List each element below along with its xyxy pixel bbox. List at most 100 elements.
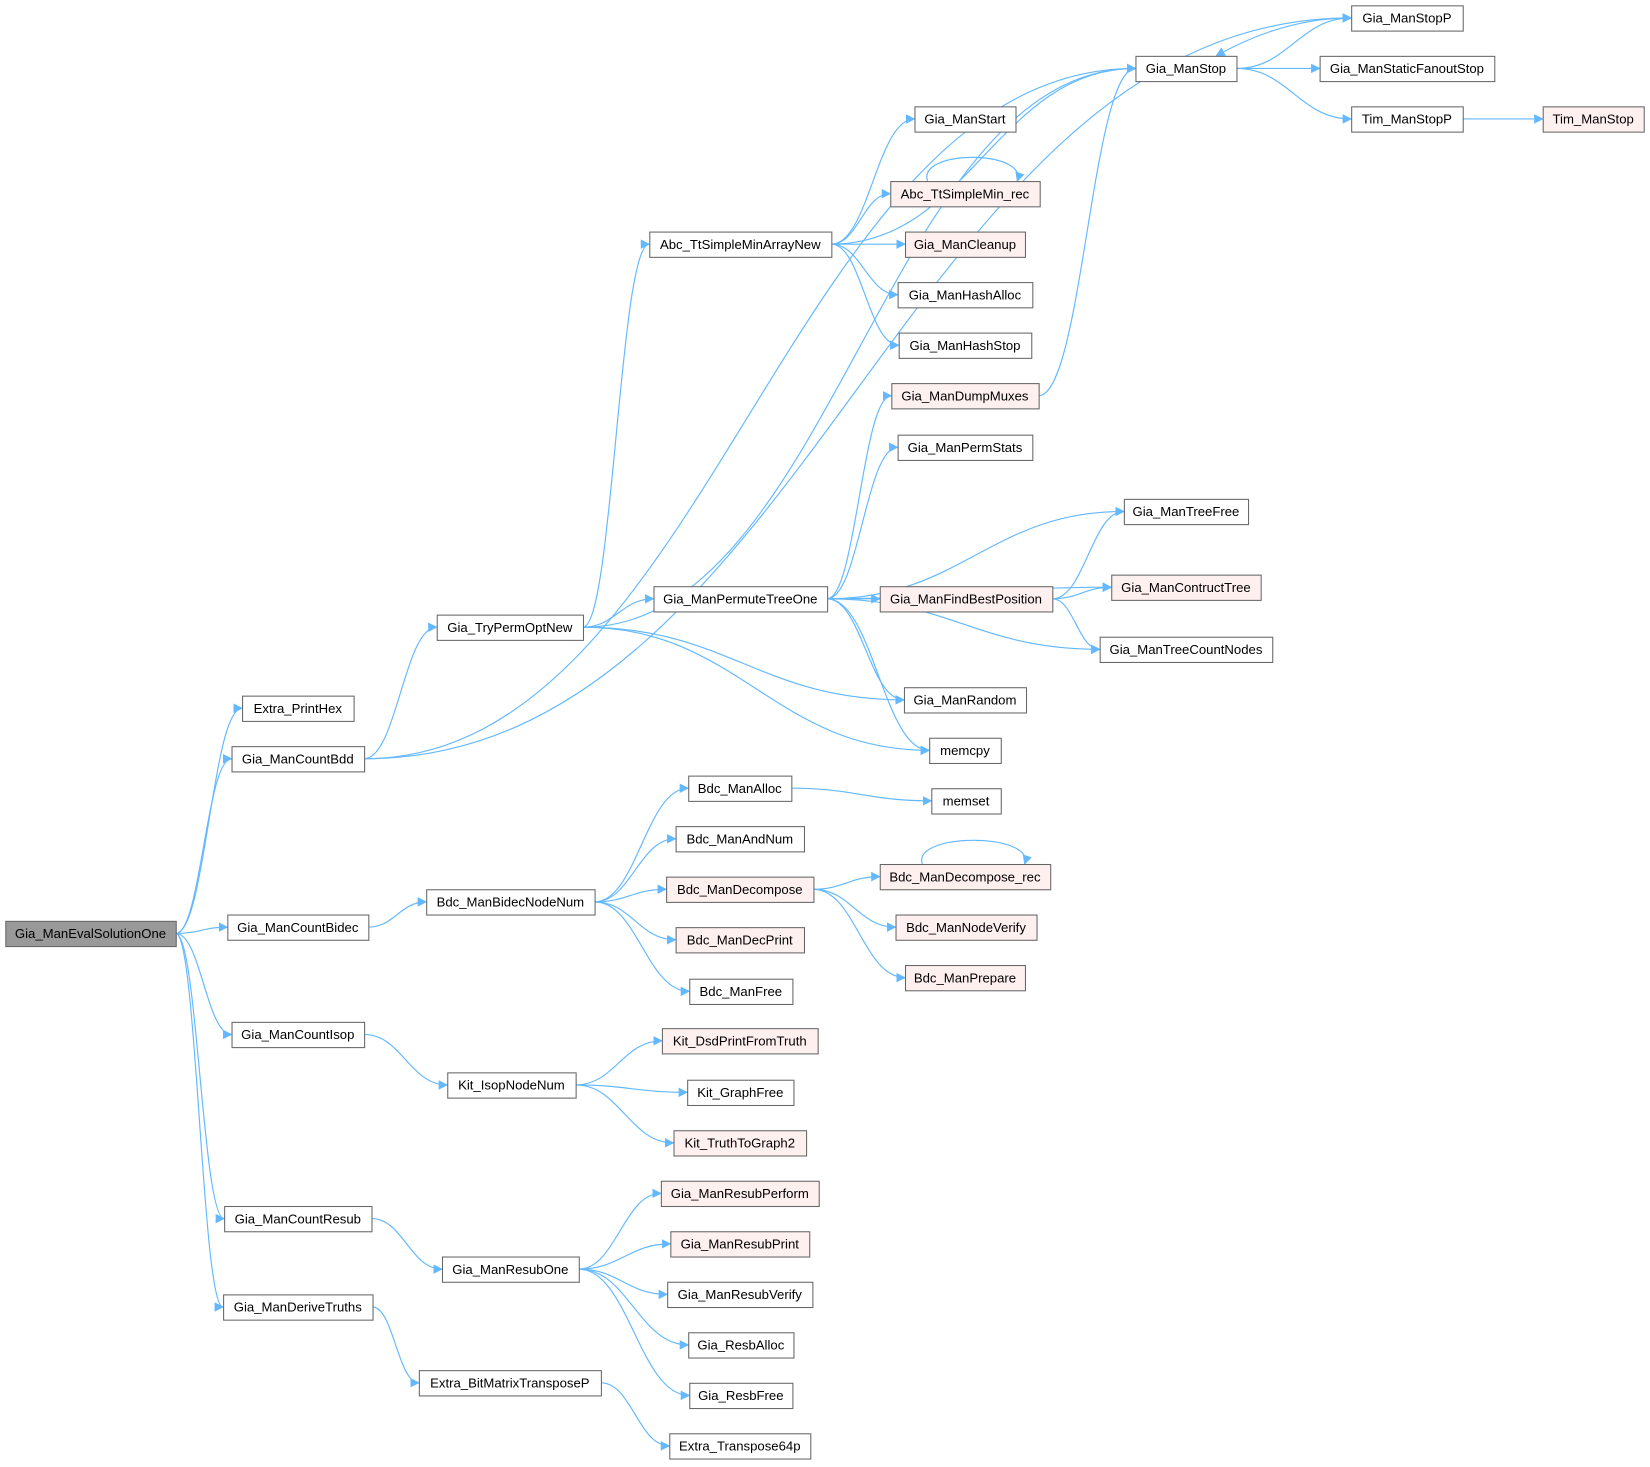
node-label: Kit_IsopNodeNum bbox=[458, 1078, 565, 1093]
edge-gia-manfindbestposition-to-gia-mantreecountnodes bbox=[1052, 598, 1101, 655]
node-kit-isopnodenum[interactable]: Kit_IsopNodeNum bbox=[447, 1072, 577, 1099]
node-gia-mantreecountnodes[interactable]: Gia_ManTreeCountNodes bbox=[1099, 636, 1274, 663]
node-bdc-mandecprint[interactable]: Bdc_ManDecPrint bbox=[675, 927, 806, 954]
node-box bbox=[666, 876, 815, 903]
node-box bbox=[895, 914, 1038, 941]
node-box bbox=[898, 332, 1033, 359]
node-gia-manresubperform[interactable]: Gia_ManResubPerform bbox=[660, 1180, 820, 1208]
node-gia-manpermstats[interactable]: Gia_ManPermStats bbox=[897, 434, 1034, 461]
node-tim-manstopp[interactable]: Tim_ManStopP bbox=[1351, 106, 1464, 133]
node-label: Gia_ManCountResub bbox=[235, 1211, 361, 1226]
node-label: Gia_ManCountBdd bbox=[242, 751, 354, 766]
node-label: Gia_ManResubPrint bbox=[681, 1237, 800, 1252]
node-box bbox=[687, 1079, 795, 1107]
node-bdc-manprepare[interactable]: Bdc_ManPrepare bbox=[904, 965, 1026, 992]
node-bdc-manalloc[interactable]: Bdc_ManAlloc bbox=[688, 775, 793, 802]
edge-gia-mancountbdd-to-gia-manstop bbox=[364, 63, 1137, 760]
node-label: Gia_ManStopP bbox=[1362, 11, 1451, 26]
node-kit-graphfree[interactable]: Kit_GraphFree bbox=[687, 1079, 795, 1107]
node-gia-manstart[interactable]: Gia_ManStart bbox=[914, 106, 1017, 133]
node-tim-manstop[interactable]: Tim_ManStop bbox=[1542, 106, 1645, 133]
node-bdc-manfree[interactable]: Bdc_ManFree bbox=[689, 978, 794, 1005]
edge-gia-manstop-to-gia-manstopp bbox=[1236, 13, 1353, 70]
node-gia-manhashalloc[interactable]: Gia_ManHashAlloc bbox=[897, 282, 1034, 309]
node-box bbox=[649, 231, 833, 258]
node-abc-ttsimplemin-rec[interactable]: Abc_TtSimpleMin_rec bbox=[890, 181, 1041, 208]
edge-gia-manpermutetreeone-to-gia-manpermstats bbox=[827, 442, 899, 600]
node-gia-manevalsolutionone[interactable]: Gia_ManEvalSolutionOne bbox=[5, 920, 177, 948]
node-gia-manstop[interactable]: Gia_ManStop bbox=[1135, 55, 1238, 83]
node-label: Gia_ManContructTree bbox=[1121, 580, 1251, 595]
node-label: memset bbox=[943, 794, 990, 809]
node-extra-printhex[interactable]: Extra_PrintHex bbox=[242, 695, 355, 722]
node-memset[interactable]: memset bbox=[931, 788, 1002, 815]
node-abc-ttsimpleminarraynew[interactable]: Abc_TtSimpleMinArrayNew bbox=[649, 231, 833, 258]
node-gia-manhashstop[interactable]: Gia_ManHashStop bbox=[898, 332, 1033, 359]
edge-abc-ttsimpleminarraynew-to-gia-manhashstop bbox=[831, 243, 900, 350]
node-box bbox=[673, 1130, 808, 1157]
node-label: Extra_Transpose64p bbox=[679, 1439, 801, 1454]
node-bdc-mandecompose-rec[interactable]: Bdc_ManDecompose_rec bbox=[879, 863, 1052, 891]
edge-abc-ttsimpleminarraynew-to-gia-manhashalloc bbox=[831, 243, 899, 300]
node-bdc-mandecompose[interactable]: Bdc_ManDecompose bbox=[666, 876, 815, 903]
edge-abc-ttsimpleminarraynew-to-gia-manstop bbox=[831, 63, 1137, 245]
node-gia-manresubverify[interactable]: Gia_ManResubVerify bbox=[667, 1281, 814, 1309]
node-label: Abc_TtSimpleMinArrayNew bbox=[660, 237, 821, 252]
node-box bbox=[660, 1180, 820, 1208]
node-box bbox=[897, 282, 1034, 309]
node-label: Gia_ManDeriveTruths bbox=[234, 1300, 362, 1315]
edge-bdc-mandecompose-to-bdc-mandecompose-rec bbox=[813, 871, 881, 890]
node-kit-dsdprintfromtruth[interactable]: Kit_DsdPrintFromTruth bbox=[661, 1028, 819, 1055]
node-gia-trypermoptnew[interactable]: Gia_TryPermOptNew bbox=[436, 614, 585, 641]
edge-bdc-mandecompose-to-bdc-manprepare bbox=[813, 888, 906, 983]
node-gia-manpermutetreeone[interactable]: Gia_ManPermuteTreeOne bbox=[653, 586, 829, 613]
node-gia-mancountbidec[interactable]: Gia_ManCountBidec bbox=[227, 914, 370, 941]
node-gia-mancountresub[interactable]: Gia_ManCountResub bbox=[224, 1205, 373, 1233]
node-extra-bitmatrixtransposep[interactable]: Extra_BitMatrixTransposeP bbox=[418, 1370, 602, 1397]
node-gia-mancountbdd[interactable]: Gia_ManCountBdd bbox=[231, 746, 366, 773]
edge-gia-mancountisop-to-kit-isopnodenum bbox=[364, 1033, 449, 1090]
node-gia-mancontructtree[interactable]: Gia_ManContructTree bbox=[1111, 574, 1262, 601]
node-label: Bdc_ManAndNum bbox=[686, 831, 793, 846]
node-label: Gia_ManStop bbox=[1146, 61, 1226, 76]
node-box bbox=[231, 746, 366, 773]
node-gia-mancleanup[interactable]: Gia_ManCleanup bbox=[904, 231, 1026, 258]
node-gia-manstopp[interactable]: Gia_ManStopP bbox=[1351, 5, 1464, 32]
node-kit-truthtograph2[interactable]: Kit_TruthToGraph2 bbox=[673, 1130, 808, 1157]
node-gia-mancountisop[interactable]: Gia_ManCountIsop bbox=[231, 1021, 366, 1049]
edge-gia-trypermoptnew-to-abc-ttsimpleminarraynew bbox=[582, 239, 651, 628]
node-label: Bdc_ManFree bbox=[700, 984, 783, 999]
node-box bbox=[914, 106, 1017, 133]
node-label: Gia_ManStaticFanoutStop bbox=[1330, 61, 1484, 76]
edge-abc-ttsimplemin-rec-to-abc-ttsimplemin-rec bbox=[926, 156, 1025, 182]
node-box bbox=[689, 1382, 794, 1410]
node-bdc-manandnum[interactable]: Bdc_ManAndNum bbox=[675, 826, 806, 853]
node-label: Gia_ManEvalSolutionOne bbox=[15, 926, 166, 941]
node-extra-transpose64p[interactable]: Extra_Transpose64p bbox=[669, 1433, 812, 1460]
node-bdc-manbidecnodenum[interactable]: Bdc_ManBidecNodeNum bbox=[426, 889, 596, 916]
node-label: Gia_ManCountIsop bbox=[241, 1027, 354, 1042]
node-label: Gia_ManPermuteTreeOne bbox=[663, 592, 817, 607]
node-label: Gia_ManHashStop bbox=[909, 338, 1020, 353]
node-gia-mantreefree[interactable]: Gia_ManTreeFree bbox=[1123, 498, 1250, 526]
node-label: Gia_ManResubOne bbox=[452, 1262, 568, 1277]
node-gia-manrandom[interactable]: Gia_ManRandom bbox=[903, 687, 1028, 714]
edge-bdc-manbidecnodenum-to-bdc-manfree bbox=[594, 901, 691, 997]
node-label: Extra_PrintHex bbox=[254, 701, 343, 716]
node-box bbox=[1542, 106, 1645, 133]
node-label: Gia_ManCleanup bbox=[914, 237, 1016, 252]
node-gia-resballoc[interactable]: Gia_ResbAlloc bbox=[688, 1332, 795, 1359]
edge-gia-manresubone-to-gia-manresubperform bbox=[578, 1188, 662, 1270]
node-gia-manstaticfanoutstop[interactable]: Gia_ManStaticFanoutStop bbox=[1319, 55, 1496, 83]
node-gia-manresubone[interactable]: Gia_ManResubOne bbox=[441, 1256, 580, 1283]
node-bdc-mannodeverify[interactable]: Bdc_ManNodeVerify bbox=[895, 914, 1038, 941]
node-gia-manderivetruths[interactable]: Gia_ManDeriveTruths bbox=[223, 1294, 374, 1321]
node-gia-manfindbestposition[interactable]: Gia_ManFindBestPosition bbox=[879, 586, 1054, 613]
node-gia-manresubprint[interactable]: Gia_ManResubPrint bbox=[670, 1231, 811, 1258]
node-memcpy[interactable]: memcpy bbox=[929, 737, 1002, 765]
node-gia-mandumpmuxes[interactable]: Gia_ManDumpMuxes bbox=[891, 383, 1040, 410]
edge-gia-manevalsolutionone-to-gia-mancountresub bbox=[175, 932, 226, 1224]
node-label: Gia_ResbFree bbox=[698, 1388, 783, 1403]
node-gia-resbfree[interactable]: Gia_ResbFree bbox=[689, 1382, 794, 1410]
node-box bbox=[689, 978, 794, 1005]
